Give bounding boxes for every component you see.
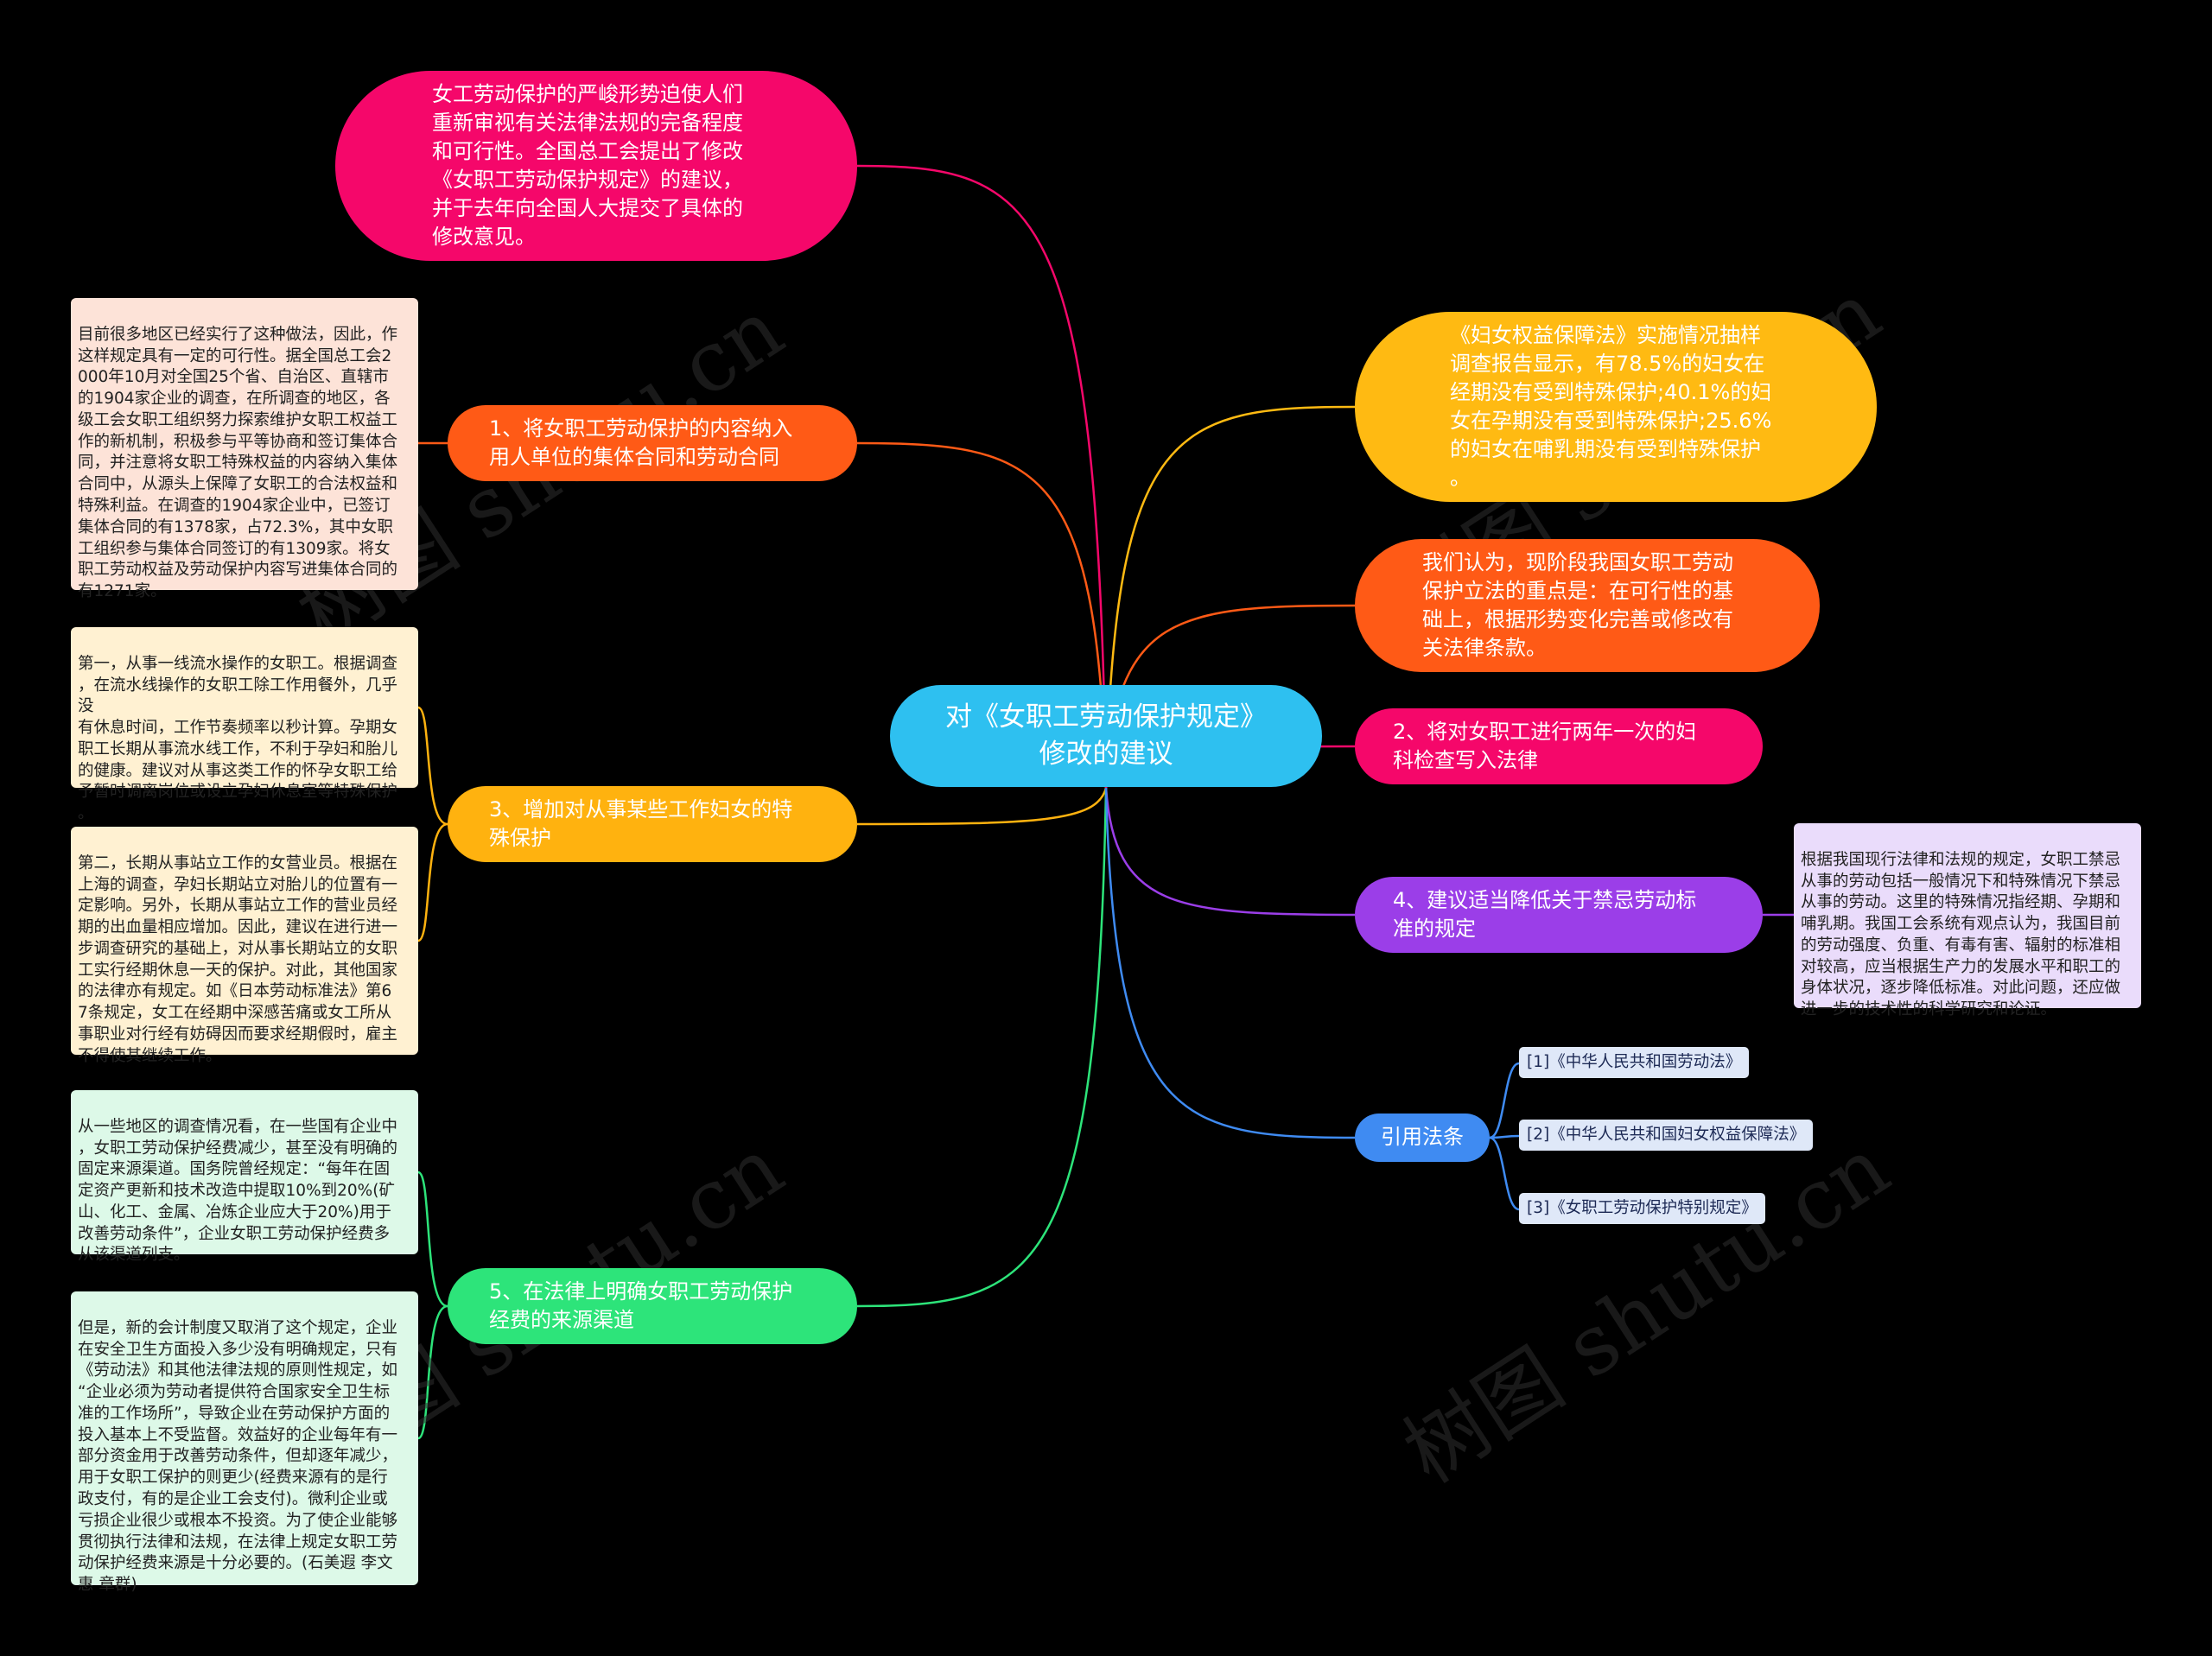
topic-special-protection[interactable]: 3、增加对从事某些工作妇女的特 殊保护	[448, 786, 857, 862]
ref-labor-law-label: [1]《中华人民共和国劳动法》	[1527, 1053, 1742, 1071]
link-note-standing-work	[417, 822, 448, 942]
link-note-assembly-line	[417, 706, 448, 826]
topic-collective-contract-label: 1、将女职工劳动保护的内容纳入 用人单位的集体合同和劳动合同	[489, 416, 793, 469]
ref-women-rights-law-label: [2]《中华人民共和国妇女权益保障法》	[1527, 1126, 1806, 1144]
link-collective-contract	[856, 441, 1108, 789]
ref-special-provisions[interactable]: [3]《女职工劳动保护特别规定》	[1519, 1193, 1765, 1224]
topic-cited-laws-label: 引用法条	[1381, 1125, 1464, 1150]
note-assembly-line: 第一，从事一线流水操作的女职工。根据调查 ，在流水线操作的女职工除工作用餐外，几…	[71, 627, 418, 822]
link-cited-laws	[1104, 787, 1356, 1139]
link-ref-labor-law	[1489, 1062, 1520, 1139]
note-assembly-line-text: 第一，从事一线流水操作的女职工。根据调查 ，在流水线操作的女职工除工作用餐外，几…	[78, 654, 398, 823]
topic-legislative-focus[interactable]: 我们认为，现阶段我国女职工劳动 保护立法的重点是：在可行性的基 础上，根据形势变…	[1355, 539, 1820, 672]
topic-intro-label: 女工劳动保护的严峻形势迫使人们 重新审视有关法律法规的完备程度 和可行性。全国总…	[432, 81, 743, 250]
note-standing-work: 第二，长期从事站立工作的女营业员。根据在 上海的调查，孕妇长期站立对胎儿的位置有…	[71, 827, 418, 1065]
center-topic-label: 对《女职工劳动保护规定》修改的建议	[945, 701, 1267, 770]
note-accounting-rules: 但是，新的会计制度又取消了这个规定，企业 在安全卫生方面投入多少没有明确规定，只…	[71, 1291, 418, 1594]
note-accounting-rules-text: 但是，新的会计制度又取消了这个规定，企业 在安全卫生方面投入多少没有明确规定，只…	[78, 1318, 398, 1595]
link-ref-women-rights-law	[1489, 1134, 1520, 1139]
link-note-funding-decline	[417, 1171, 448, 1308]
note-funding-decline-text: 从一些地区的调查情况看，在一些国有企业中 ，女职工劳动保护经费减少，甚至没有明确…	[78, 1117, 398, 1265]
note-collective-contract-text: 目前很多地区已经实行了这种做法，因此，作 这样规定具有一定的可行性。据全国总工会…	[78, 325, 398, 601]
topic-funding-source-label: 5、在法律上明确女职工劳动保护 经费的来源渠道	[489, 1278, 793, 1332]
link-intro	[856, 164, 1108, 789]
link-funding-source	[856, 787, 1108, 1308]
topic-labor-standards[interactable]: 4、建议适当降低关于禁忌劳动标 准的规定	[1355, 877, 1763, 953]
link-ref-special-provisions	[1489, 1136, 1520, 1211]
ref-labor-law[interactable]: [1]《中华人民共和国劳动法》	[1519, 1047, 1750, 1078]
topic-gynecological-exam[interactable]: 2、将对女职工进行两年一次的妇 科检查写入法律	[1355, 708, 1763, 784]
topic-gynecological-exam-label: 2、将对女职工进行两年一次的妇 科检查写入法律	[1393, 719, 1697, 772]
topic-labor-standards-label: 4、建议适当降低关于禁忌劳动标 准的规定	[1393, 887, 1697, 941]
link-special-protection	[856, 787, 1108, 826]
topic-survey-report[interactable]: 《妇女权益保障法》实施情况抽样 调查报告显示，有78.5%的妇女在 经期没有受到…	[1355, 312, 1877, 502]
note-standing-work-text: 第二，长期从事站立工作的女营业员。根据在 上海的调查，孕妇长期站立对胎儿的位置有…	[78, 853, 398, 1065]
link-labor-standards	[1104, 787, 1356, 917]
topic-cited-laws[interactable]: 引用法条	[1355, 1114, 1490, 1162]
ref-special-provisions-label: [3]《女职工劳动保护特别规定》	[1527, 1199, 1758, 1217]
link-note-accounting-rules	[417, 1304, 448, 1440]
topic-legislative-focus-label: 我们认为，现阶段我国女职工劳动 保护立法的重点是：在可行性的基 础上，根据形势变…	[1422, 549, 1733, 661]
topic-funding-source[interactable]: 5、在法律上明确女职工劳动保护 经费的来源渠道	[448, 1268, 857, 1344]
topic-intro[interactable]: 女工劳动保护的严峻形势迫使人们 重新审视有关法律法规的完备程度 和可行性。全国总…	[335, 71, 857, 261]
note-labor-standards-text: 根据我国现行法律和法规的规定，女职工禁忌 从事的劳动包括一般情况下和特殊情况下禁…	[1801, 850, 2121, 1019]
note-labor-standards: 根据我国现行法律和法规的规定，女职工禁忌 从事的劳动包括一般情况下和特殊情况下禁…	[1794, 823, 2141, 1018]
topic-collective-contract[interactable]: 1、将女职工劳动保护的内容纳入 用人单位的集体合同和劳动合同	[448, 405, 857, 481]
note-collective-contract: 目前很多地区已经实行了这种做法，因此，作 这样规定具有一定的可行性。据全国总工会…	[71, 298, 418, 600]
topic-special-protection-label: 3、增加对从事某些工作妇女的特 殊保护	[489, 796, 793, 850]
topic-survey-report-label: 《妇女权益保障法》实施情况抽样 调查报告显示，有78.5%的妇女在 经期没有受到…	[1450, 322, 1772, 491]
link-survey-report	[1104, 405, 1356, 789]
center-topic[interactable]: 对《女职工劳动保护规定》修改的建议	[890, 685, 1322, 787]
ref-women-rights-law[interactable]: [2]《中华人民共和国妇女权益保障法》	[1519, 1120, 1814, 1151]
note-funding-decline: 从一些地区的调查情况看，在一些国有企业中 ，女职工劳动保护经费减少，甚至没有明确…	[71, 1090, 418, 1264]
